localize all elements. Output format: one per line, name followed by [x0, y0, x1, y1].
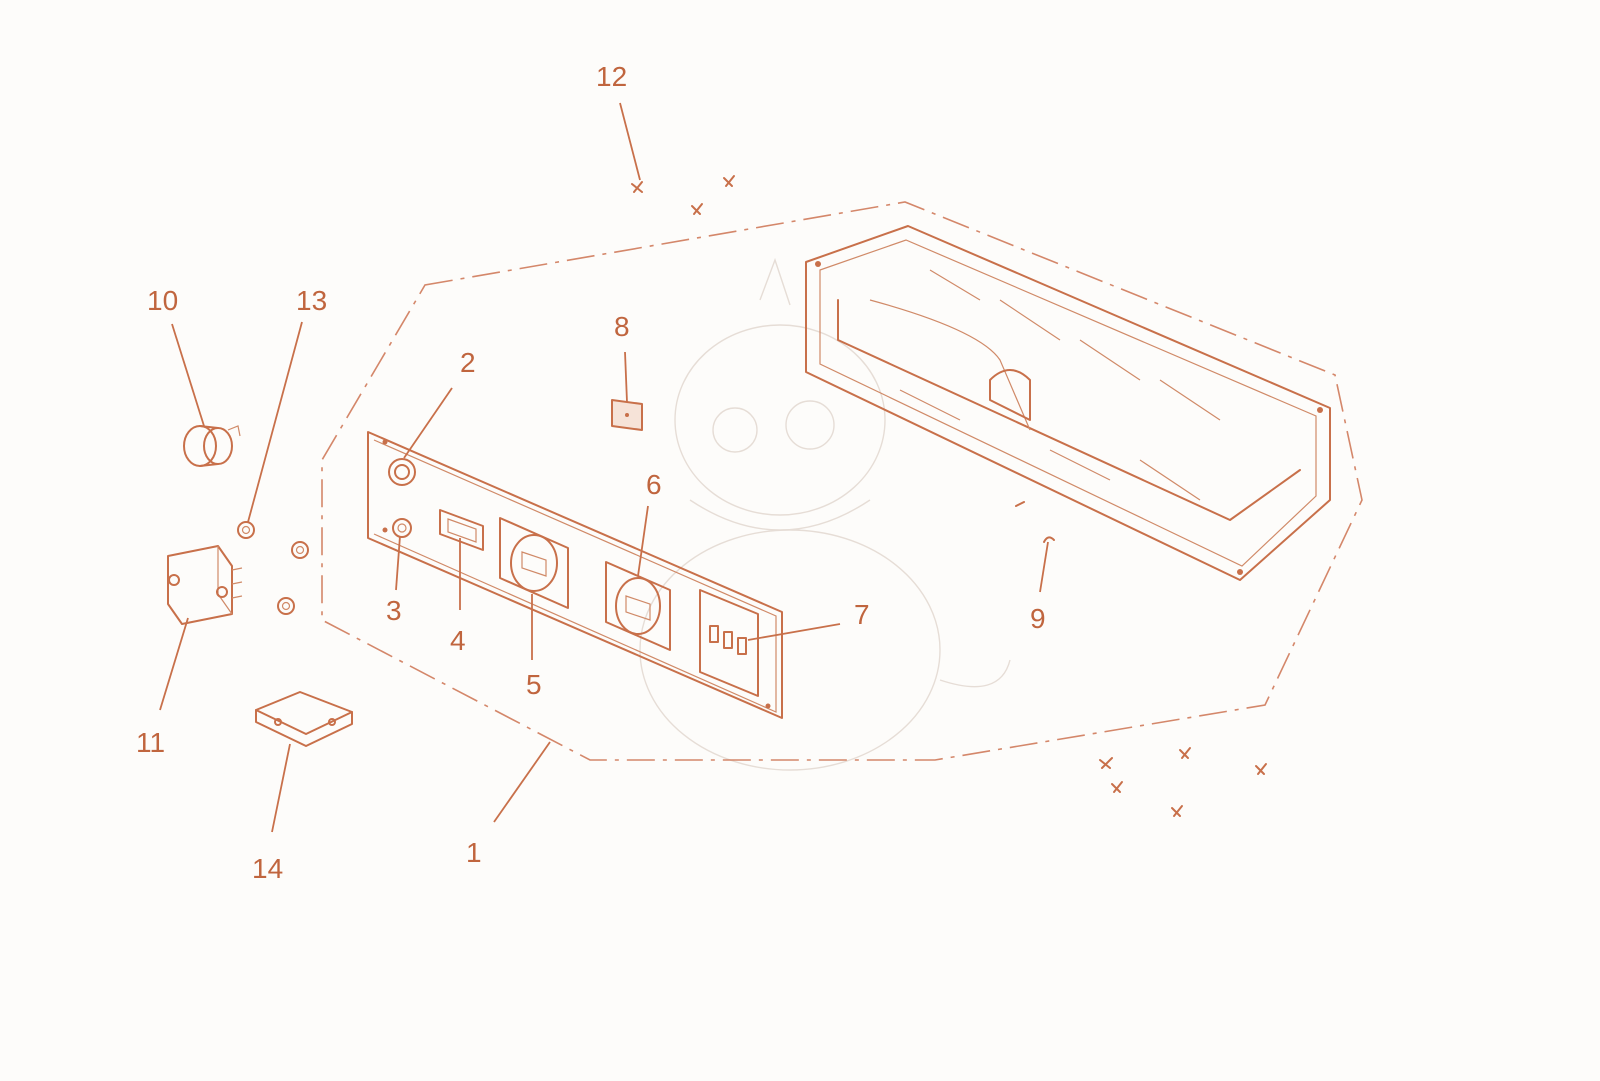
callout-12: 12	[596, 61, 627, 92]
assembly-boundary	[321, 201, 1363, 761]
screw-set-bottom	[1099, 747, 1267, 817]
callout-11: 11	[136, 727, 165, 758]
screw-set-top	[631, 175, 735, 215]
callout-5: 5	[526, 669, 542, 700]
callout-13: 13	[296, 285, 327, 316]
module-box-part	[167, 545, 243, 625]
leader-2	[403, 387, 453, 459]
knob-part	[392, 518, 412, 538]
callout-14: 14	[252, 853, 283, 884]
leader-12	[619, 102, 641, 181]
leader-1	[493, 741, 551, 823]
leader-14	[271, 743, 291, 833]
clip-part	[1015, 501, 1055, 543]
leader-6	[637, 505, 649, 577]
terminal-block-part	[699, 589, 759, 697]
socket-part	[499, 517, 569, 609]
leader-7	[747, 623, 841, 641]
breaker-cap-part	[183, 425, 241, 467]
leader-10	[171, 323, 205, 427]
usb-module-part	[439, 509, 484, 551]
callout-2: 2	[460, 347, 476, 378]
bracket-part	[255, 691, 353, 747]
leader-lines	[159, 102, 1049, 833]
callout-9: 9	[1030, 603, 1046, 634]
socket-cover-part	[605, 561, 671, 651]
callout-3: 3	[386, 595, 402, 626]
callout-7: 7	[854, 599, 870, 630]
leader-9	[1039, 541, 1049, 593]
watermark-mascot	[639, 257, 1011, 771]
callout-6: 6	[646, 469, 662, 500]
housing-frame	[805, 225, 1331, 581]
callout-10: 10	[147, 285, 178, 316]
leader-11	[159, 617, 189, 711]
leader-13	[247, 321, 303, 523]
callout-labels: 12 10 13 2 8 6 7 9 3 4 5 11 14 1	[136, 61, 1046, 884]
callout-4: 4	[450, 625, 466, 656]
nut-set	[237, 521, 309, 615]
leader-3	[395, 535, 401, 591]
control-panel	[367, 431, 783, 719]
callout-1: 1	[466, 837, 482, 868]
callout-8: 8	[614, 311, 630, 342]
leader-8	[624, 351, 628, 403]
connector-part	[611, 399, 643, 431]
switch-part	[388, 458, 416, 486]
